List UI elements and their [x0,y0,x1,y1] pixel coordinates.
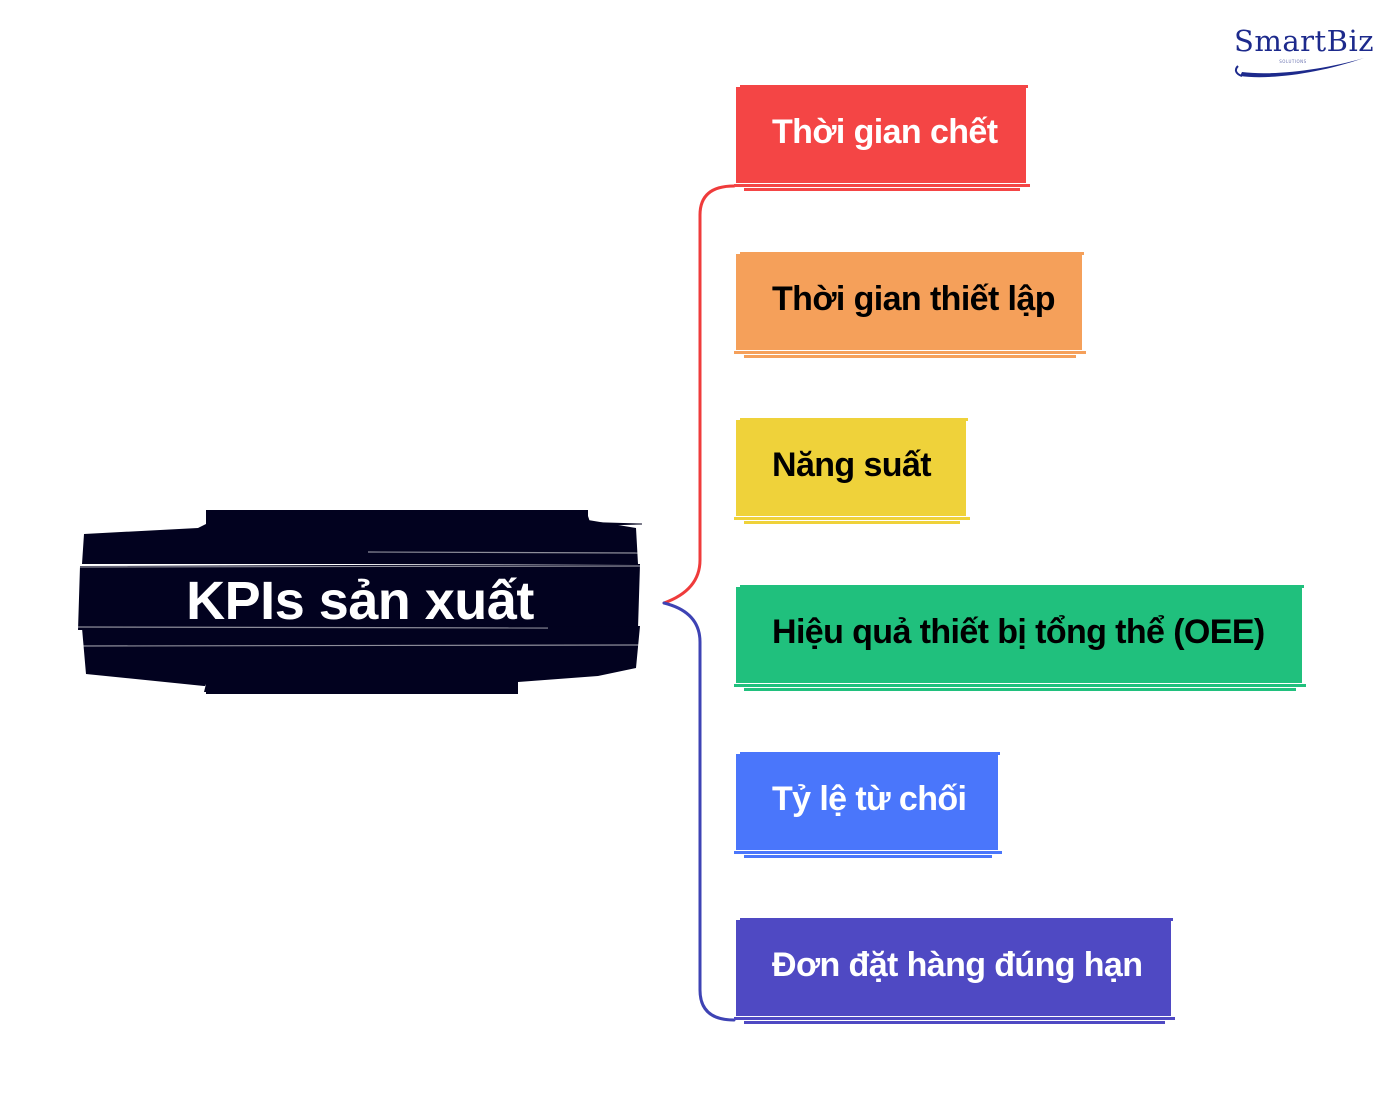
upper-branch-connector [662,184,736,605]
central-topic[interactable]: KPIs sản xuất [78,506,642,698]
topic-brush-edge [740,418,968,421]
topic-downtime[interactable]: Thời gian chết [734,85,1030,191]
topic-background [736,587,1302,683]
lower-branch-connector [662,601,736,1022]
topic-background [736,754,998,850]
topic-productivity[interactable]: Năng suất [734,418,970,524]
topic-brush-edge [734,517,970,520]
topic-brush-edge [744,355,1076,358]
topic-brush-edge [744,521,960,524]
topic-background [736,87,1026,183]
topic-brush-edge [740,918,1173,921]
topic-label: Thời gian chết [772,112,998,151]
topic-brush-edge [744,688,1296,691]
topic-on-time-orders[interactable]: Đơn đặt hàng đúng hạn [734,918,1175,1024]
topic-brush-edge [734,184,1030,187]
logo-swoosh-icon [1234,58,1364,78]
topic-background [736,920,1171,1016]
topic-label: Năng suất [772,445,932,484]
central-topic-label: KPIs sản xuất [186,571,534,631]
topic-label: Đơn đặt hàng đúng hạn [772,945,1143,984]
topic-brush-edge [734,351,1086,354]
topic-brush-edge [734,1017,1175,1020]
topic-background [736,420,966,516]
topic-label: Thời gian thiết lập [772,279,1055,318]
topic-brush-edge [740,252,1084,255]
topic-brush-edge [740,85,1028,88]
topic-label: Hiệu quả thiết bị tổng thể (OEE) [772,612,1265,651]
topic-brush-edge [744,1021,1165,1024]
topic-brush-edge [744,855,992,858]
topic-setup-time[interactable]: Thời gian thiết lập [734,252,1086,358]
topic-brush-edge [734,684,1306,687]
topic-reject-rate[interactable]: Tỷ lệ từ chối [734,752,1002,858]
logo-text: SmartBiz [1234,24,1375,58]
central-topic-brush-shape [78,510,642,694]
smartbiz-logo: SmartBiz SOLUTIONS [1228,20,1375,84]
topic-brush-edge [744,188,1020,191]
logo-tagline: SOLUTIONS [1279,59,1307,64]
topic-brush-edge [740,585,1304,588]
topic-brush-edge [734,851,1002,854]
topic-oee[interactable]: Hiệu quả thiết bị tổng thể (OEE) [734,585,1306,691]
topic-label: Tỷ lệ từ chối [772,779,967,818]
topic-brush-edge [740,752,1000,755]
topic-background [736,254,1082,350]
